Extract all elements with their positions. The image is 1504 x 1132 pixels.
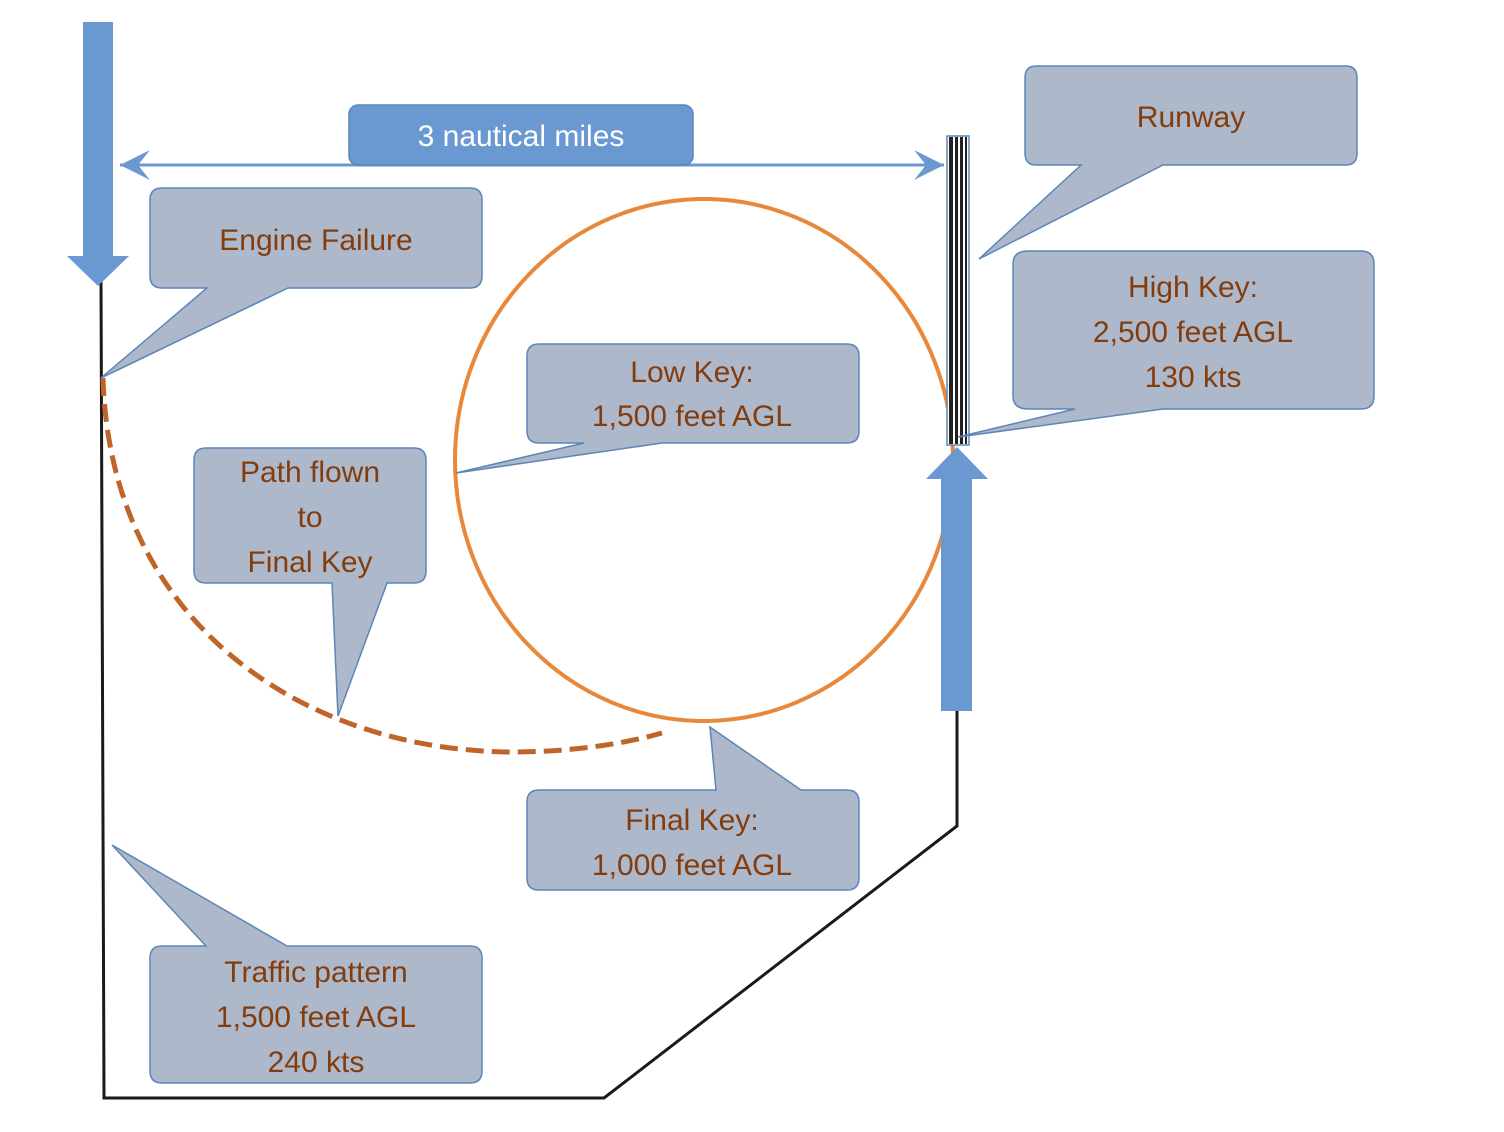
callout-final-key-line1: Final Key: <box>625 804 758 837</box>
callout-path-flown-line3: Final Key <box>247 546 372 579</box>
callout-high-key-line1: High Key: <box>1128 271 1258 304</box>
callout-runway-text: Runway <box>1137 101 1245 134</box>
callout-high-key-line3: 130 kts <box>1145 361 1242 394</box>
callout-low-key-line1: Low Key: <box>630 356 753 389</box>
callout-traffic-pattern-line1: Traffic pattern <box>224 956 407 989</box>
callout-final-key-line2: 1,000 feet AGL <box>592 849 792 882</box>
callout-runway: Runway <box>978 65 1358 260</box>
callout-low-key: Low Key: 1,500 feet AGL <box>455 343 860 474</box>
callout-path-flown-line1: Path flown <box>240 456 380 489</box>
inbound-arrow-icon <box>67 22 129 286</box>
traffic-pattern-line <box>99 279 959 1100</box>
callout-traffic-pattern: Traffic pattern 1,500 feet AGL 240 kts <box>111 844 483 1084</box>
distance-label: 3 nautical miles <box>418 120 625 153</box>
path-flown-dashed <box>100 377 663 755</box>
callout-engine-failure-text: Engine Failure <box>219 224 412 257</box>
landing-arrow-icon <box>926 447 988 711</box>
callout-high-key: High Key: 2,500 feet AGL 130 kts <box>957 250 1375 438</box>
distance-label-box: 3 nautical miles <box>348 104 694 166</box>
callout-traffic-pattern-line2: 1,500 feet AGL <box>216 1001 416 1034</box>
callout-path-flown: Path flown to Final Key <box>193 447 427 717</box>
callout-low-key-line2: 1,500 feet AGL <box>592 400 792 433</box>
callout-high-key-line2: 2,500 feet AGL <box>1093 316 1293 349</box>
callout-path-flown-line2: to <box>297 501 322 534</box>
callout-traffic-pattern-line3: 240 kts <box>268 1046 365 1079</box>
callout-final-key: Final Key: 1,000 feet AGL <box>526 725 860 891</box>
runway-icon <box>946 135 970 446</box>
callout-engine-failure: Engine Failure <box>100 187 483 379</box>
